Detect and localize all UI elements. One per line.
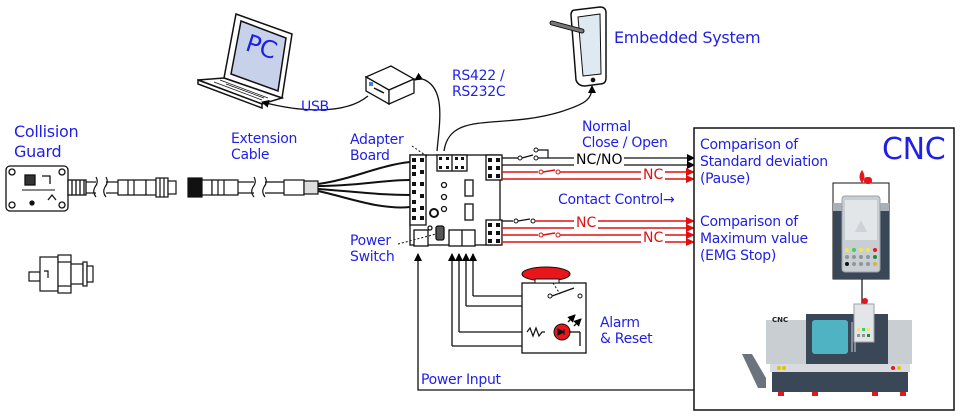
collision-guard-sensor-icon (5, 165, 87, 212)
flying-leads (317, 161, 411, 209)
usb-label: USB (301, 99, 329, 115)
contact-control-label: Contact Control→ (558, 192, 675, 208)
cnc-machine-icon (742, 298, 912, 396)
cable-segment-1 (86, 176, 118, 198)
embedded-system-label: Embedded System (614, 28, 761, 47)
collision-guard-label: Collision Guard (14, 122, 79, 161)
power-input-label: Power Input (421, 372, 501, 388)
normal-close-open-label: Normal Close / Open (582, 119, 668, 151)
adapter-board-label: Adapter Board (350, 132, 404, 164)
usb-cable-arrow (261, 95, 369, 111)
wire-label-nc-pause: NC (641, 167, 666, 183)
alarm-reset-box-icon (521, 266, 587, 354)
signal-line-nc-pause-1 (502, 168, 695, 176)
embedded-system-cable-arrow (443, 85, 596, 152)
cable-connector-female-icon (187, 177, 239, 198)
laptop-icon (197, 12, 293, 110)
cnc-title: CNC (882, 132, 946, 167)
rs-cable-arrow (414, 72, 441, 152)
power-switch-pointer (397, 233, 437, 245)
pause-comparison-label: Comparison of Standard deviation (Pause) (700, 137, 828, 187)
adapter-board-pointer (411, 145, 429, 158)
pressure-sensor-icon (28, 254, 94, 294)
rs-interface-label: RS422 / RS232C (452, 68, 506, 100)
adapter-board-icon (409, 154, 503, 247)
cable-segment-2 (238, 176, 319, 198)
power-switch-label: Power Switch (350, 233, 395, 265)
emg-stop-comparison-label: Comparison of Maximum value (EMG Stop) (700, 214, 808, 264)
power-input-line (414, 253, 694, 391)
cable-connector-male-icon (117, 177, 177, 198)
signal-line-nc-stop-3 (502, 231, 695, 239)
serial-converter-box-icon (364, 65, 416, 106)
extension-cable-label: Extension Cable (231, 131, 298, 163)
wire-label-nc-stop-1: NC (574, 215, 599, 231)
signal-line-nc-stop-1 (502, 217, 695, 225)
cnc-control-panel-icon (832, 170, 890, 322)
wire-label-nc-stop-2: NC (641, 230, 666, 246)
cnc-machine-nameplate: CNC (772, 316, 789, 324)
alarm-reset-label: Alarm & Reset (600, 315, 653, 347)
wire-label-nc-no: NC/NO (574, 152, 625, 168)
tablet-icon (549, 6, 607, 87)
